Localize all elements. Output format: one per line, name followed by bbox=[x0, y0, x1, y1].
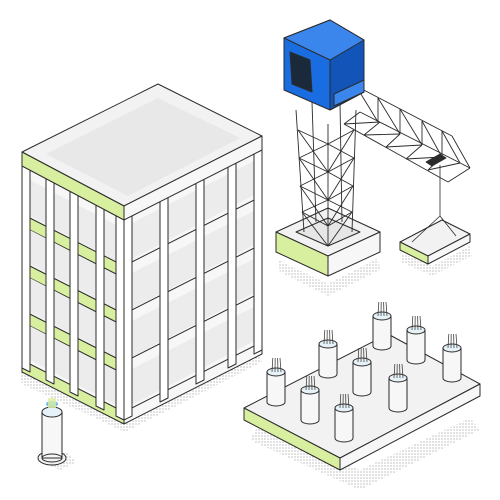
columns-right bbox=[123, 147, 263, 421]
foundation-pile bbox=[388, 363, 408, 413]
foundation-pile bbox=[266, 357, 286, 407]
foundation-pile bbox=[372, 301, 392, 351]
foundation-pile bbox=[406, 315, 426, 365]
pile-foundation bbox=[243, 301, 481, 471]
foundation-pile bbox=[334, 393, 354, 443]
crane-cabin bbox=[283, 19, 365, 111]
ground-shadows bbox=[20, 246, 480, 490]
crane-jib bbox=[343, 85, 471, 216]
crane-mast bbox=[295, 101, 357, 247]
roof-slab bbox=[21, 83, 263, 221]
foundation-pile bbox=[300, 375, 320, 425]
foundation-pile bbox=[318, 329, 338, 379]
columns-left bbox=[21, 163, 125, 421]
foundation-pile bbox=[352, 347, 372, 397]
building-frame bbox=[21, 83, 263, 425]
foundation-pile bbox=[442, 333, 462, 383]
survey-post bbox=[37, 398, 67, 466]
piles bbox=[266, 301, 462, 443]
tower-crane bbox=[275, 19, 471, 277]
crane-load bbox=[399, 215, 471, 265]
